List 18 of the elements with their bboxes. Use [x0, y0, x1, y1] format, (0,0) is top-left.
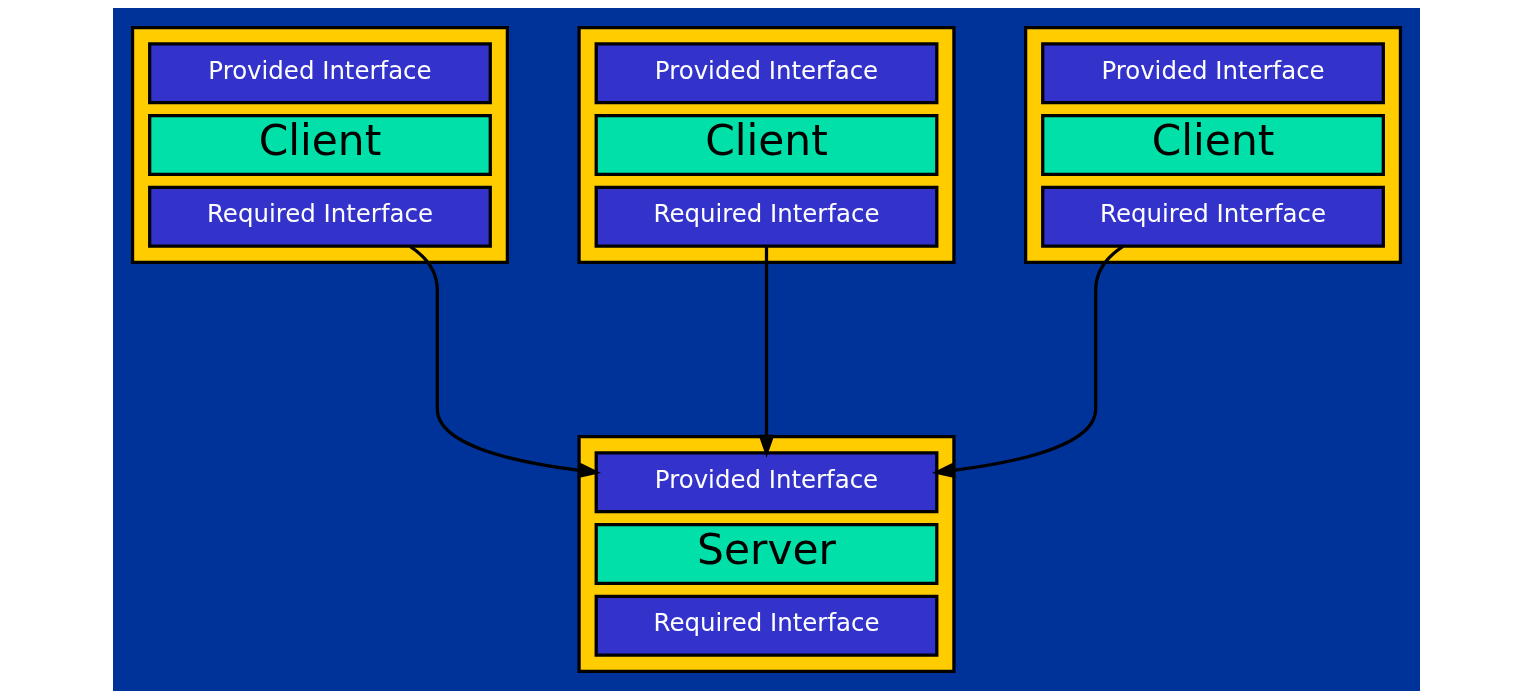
node-box: Required Interface: [594, 594, 938, 657]
node-box: Client: [1040, 114, 1385, 176]
node-box: Client: [594, 114, 938, 176]
node-box: Provided Interface: [1040, 42, 1385, 105]
cluster: [1023, 26, 1402, 264]
node-box: Required Interface: [1040, 185, 1385, 248]
node-box: Provided Interface: [594, 42, 938, 105]
node-box: Server: [594, 523, 938, 585]
cluster: [576, 26, 956, 264]
cluster: [130, 26, 509, 264]
arrow: [931, 244, 1124, 479]
node-box: Required Interface: [594, 185, 938, 248]
node-box: Provided Interface: [594, 451, 938, 514]
node-box: Client: [147, 114, 492, 176]
arrow: [758, 246, 774, 458]
node-box: Required Interface: [147, 185, 492, 248]
node-box: Provided Interface: [147, 42, 492, 105]
arrow: [408, 244, 601, 479]
